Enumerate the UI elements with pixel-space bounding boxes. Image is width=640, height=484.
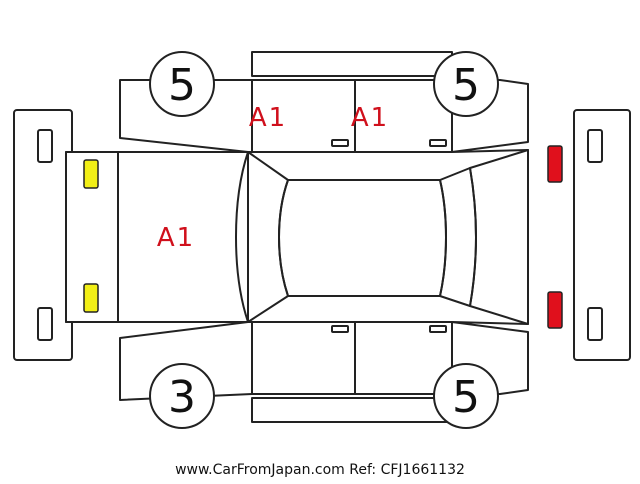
- car-right-side: [119, 321, 529, 401]
- grade-left-rear-door: A1: [351, 103, 389, 133]
- grade-left-front-door: A1: [249, 103, 287, 133]
- watermark-text: www.CarFromJapan.com Ref: CFJ1661132: [175, 462, 465, 478]
- front-right-light: [83, 283, 99, 313]
- rear-right-light: [547, 291, 563, 329]
- front-left-light: [83, 159, 99, 189]
- wheel-front-left: 5: [149, 51, 215, 117]
- rear-left-light: [547, 145, 563, 183]
- left-rocker-panel: [251, 51, 453, 77]
- wheel-front-right: 3: [149, 363, 215, 429]
- wheel-rear-left: 5: [433, 51, 499, 117]
- car-left-side: [119, 79, 529, 153]
- car-top-view: [65, 149, 529, 325]
- grade-hood: A1: [157, 223, 195, 253]
- tire-grade-front-right: 3: [168, 372, 196, 423]
- rear-bumper: [573, 109, 631, 361]
- tire-grade-rear-right: 5: [452, 372, 480, 423]
- tire-grade-rear-left: 5: [452, 60, 480, 111]
- wheel-rear-right: 5: [433, 363, 499, 429]
- front-bumper: [13, 109, 73, 361]
- right-rocker-panel: [251, 397, 453, 423]
- tire-grade-front-left: 5: [168, 60, 196, 111]
